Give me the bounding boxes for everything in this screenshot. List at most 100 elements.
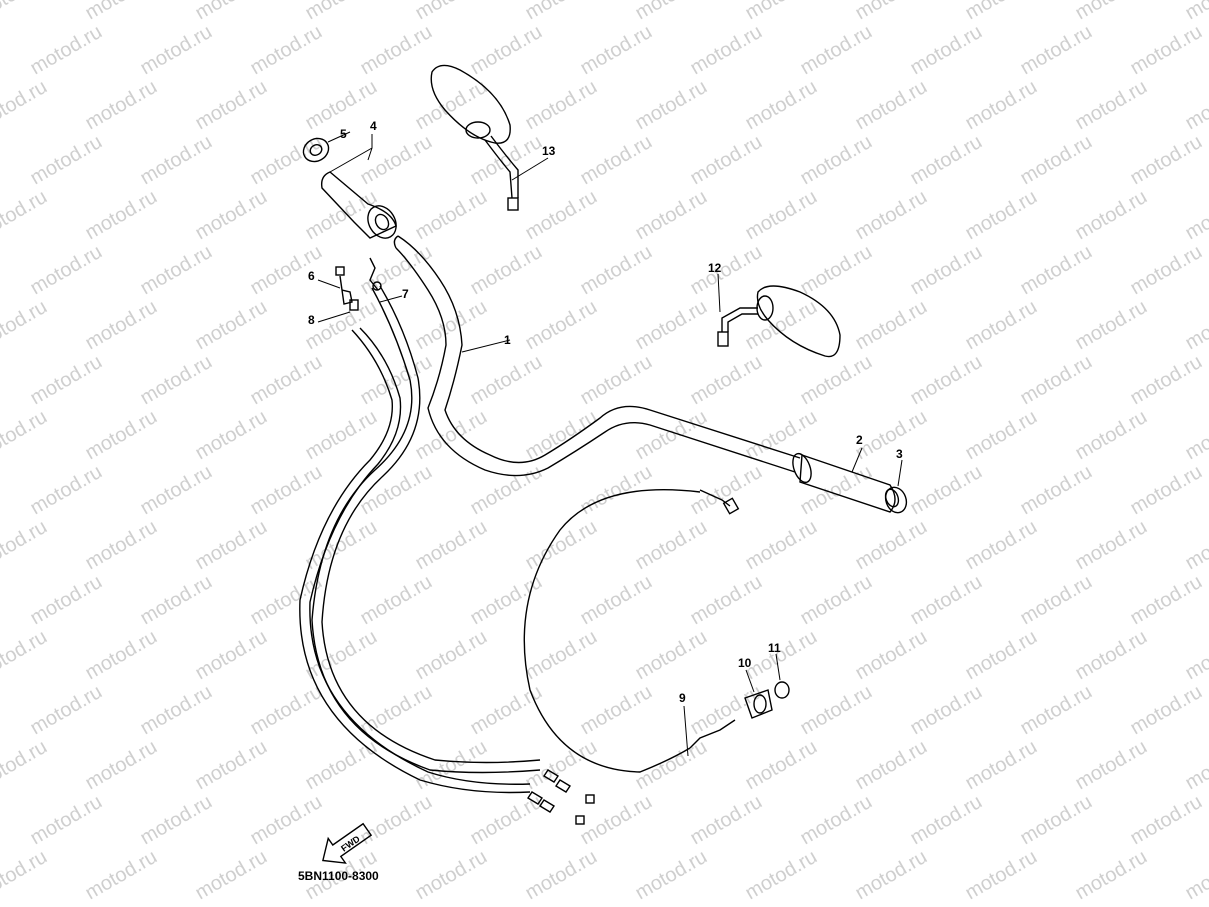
watermark-text: motod.ru bbox=[1072, 296, 1151, 355]
grip-end-cap-left bbox=[884, 486, 908, 514]
watermark-text: motod.ru bbox=[687, 351, 766, 410]
watermark-text: motod.ru bbox=[962, 736, 1041, 795]
watermark-text: motod.ru bbox=[27, 571, 106, 630]
watermark-text: motod.ru bbox=[467, 241, 546, 300]
watermark-text: motod.ru bbox=[27, 791, 106, 850]
watermark-text: motod.ru bbox=[137, 571, 216, 630]
watermark-text: motod.ru bbox=[852, 516, 931, 575]
watermark-text: motod.ru bbox=[247, 791, 326, 850]
watermark-text: motod.ru bbox=[907, 351, 986, 410]
watermark-text: motod.ru bbox=[412, 736, 491, 795]
watermark-text: motod.ru bbox=[412, 186, 491, 245]
leader-lines bbox=[317, 131, 903, 757]
watermark-text: motod.ru bbox=[0, 626, 51, 685]
watermark-text: motod.ru bbox=[1072, 516, 1151, 575]
watermark-text: motod.ru bbox=[467, 681, 546, 740]
watermark-text: motod.ru bbox=[632, 846, 711, 905]
watermark-text: motod.ru bbox=[0, 516, 51, 575]
watermark-text: motod.ru bbox=[1127, 461, 1206, 520]
watermark-text: motod.ru bbox=[852, 186, 931, 245]
callout-9: 9 bbox=[679, 691, 686, 705]
watermark-text: motod.ru bbox=[522, 186, 601, 245]
watermark-text: motod.ru bbox=[1182, 186, 1209, 245]
watermark-text: motod.ru bbox=[1127, 681, 1206, 740]
callout-6: 6 bbox=[308, 269, 315, 283]
watermark-text: motod.ru bbox=[27, 681, 106, 740]
watermark-text: motod.ru bbox=[467, 21, 546, 80]
watermark-text: motod.ru bbox=[742, 516, 821, 575]
watermark-text: motod.ru bbox=[1182, 296, 1209, 355]
watermark-text: motod.ru bbox=[1017, 571, 1096, 630]
watermark-text: motod.ru bbox=[522, 736, 601, 795]
watermark-text: motod.ru bbox=[632, 406, 711, 465]
right-grip bbox=[320, 171, 397, 239]
watermark-text: motod.ru bbox=[82, 736, 161, 795]
watermark-text: motod.ru bbox=[467, 131, 546, 190]
watermark-text: motod.ru bbox=[357, 571, 436, 630]
watermark-text: motod.ru bbox=[907, 131, 986, 190]
watermark-text: motod.ru bbox=[962, 296, 1041, 355]
watermark-text: motod.ru bbox=[357, 241, 436, 300]
watermark-text: motod.ru bbox=[1127, 571, 1206, 630]
watermark-text: motod.ru bbox=[412, 626, 491, 685]
watermark-text: motod.ru bbox=[1017, 131, 1096, 190]
watermark-text: motod.ru bbox=[742, 76, 821, 135]
watermark-text: motod.ru bbox=[1127, 241, 1206, 300]
mirror-right bbox=[430, 64, 519, 211]
watermark-text: motod.ru bbox=[907, 681, 986, 740]
watermark-text: motod.ru bbox=[1017, 681, 1096, 740]
watermark-text: motod.ru bbox=[1017, 461, 1096, 520]
watermark-text: motod.ru bbox=[1072, 846, 1151, 905]
watermark-text: motod.ru bbox=[797, 791, 876, 850]
watermark-text: motod.ru bbox=[907, 241, 986, 300]
watermark-text: motod.ru bbox=[1017, 21, 1096, 80]
watermark-text: motod.ru bbox=[907, 461, 986, 520]
watermark-text: motod.ru bbox=[0, 186, 51, 245]
watermark-text: motod.ru bbox=[1127, 351, 1206, 410]
watermark-text: motod.ru bbox=[632, 76, 711, 135]
watermark-text: motod.ru bbox=[907, 21, 986, 80]
diagram-code: 5BN1100-8300 bbox=[298, 869, 379, 883]
watermark-text: motod.ru bbox=[82, 296, 161, 355]
watermark-text: motod.ru bbox=[852, 76, 931, 135]
watermark-text: motod.ru bbox=[797, 571, 876, 630]
watermark-text: motod.ru bbox=[302, 736, 381, 795]
watermark-text: motod.ru bbox=[687, 681, 766, 740]
watermark-text: motod.ru bbox=[467, 351, 546, 410]
callout-8: 8 bbox=[308, 313, 315, 327]
watermark-text: motod.ru bbox=[632, 736, 711, 795]
watermark-text: motod.ru bbox=[687, 791, 766, 850]
callout-1: 1 bbox=[504, 333, 511, 347]
watermark-text: motod.ru bbox=[577, 131, 656, 190]
watermark-text: motod.ru bbox=[0, 736, 51, 795]
watermark-text: motod.ru bbox=[742, 296, 821, 355]
watermark-text: motod.ru bbox=[247, 461, 326, 520]
watermark-text: motod.ru bbox=[577, 21, 656, 80]
watermark-text: motod.ru bbox=[1182, 736, 1209, 795]
watermark-text: motod.ru bbox=[632, 296, 711, 355]
watermark-text: motod.ru bbox=[852, 296, 931, 355]
watermark-text: motod.ru bbox=[0, 296, 51, 355]
watermark-text: motod.ru bbox=[1072, 186, 1151, 245]
watermark-text: motod.ru bbox=[577, 681, 656, 740]
watermark-text: motod.ru bbox=[1182, 0, 1209, 24]
watermark-text: motod.ru bbox=[412, 516, 491, 575]
left-grip bbox=[792, 452, 896, 513]
watermark-text: motod.ru bbox=[1072, 626, 1151, 685]
watermark-text: motod.ru bbox=[467, 791, 546, 850]
watermark-text: motod.ru bbox=[247, 21, 326, 80]
cable-adjuster bbox=[744, 689, 773, 719]
watermark-text: motod.ru bbox=[522, 846, 601, 905]
watermark-text: motod.ru bbox=[1127, 131, 1206, 190]
cable-fittings bbox=[335, 257, 595, 825]
watermark-text: motod.ru bbox=[302, 186, 381, 245]
watermark-text: motod.ru bbox=[192, 736, 271, 795]
watermark-text: motod.ru bbox=[962, 846, 1041, 905]
watermark-text: motod.ru bbox=[742, 186, 821, 245]
watermark-text: motod.ru bbox=[192, 186, 271, 245]
watermark-text: motod.ru bbox=[632, 516, 711, 575]
watermark-text: motod.ru bbox=[797, 21, 876, 80]
